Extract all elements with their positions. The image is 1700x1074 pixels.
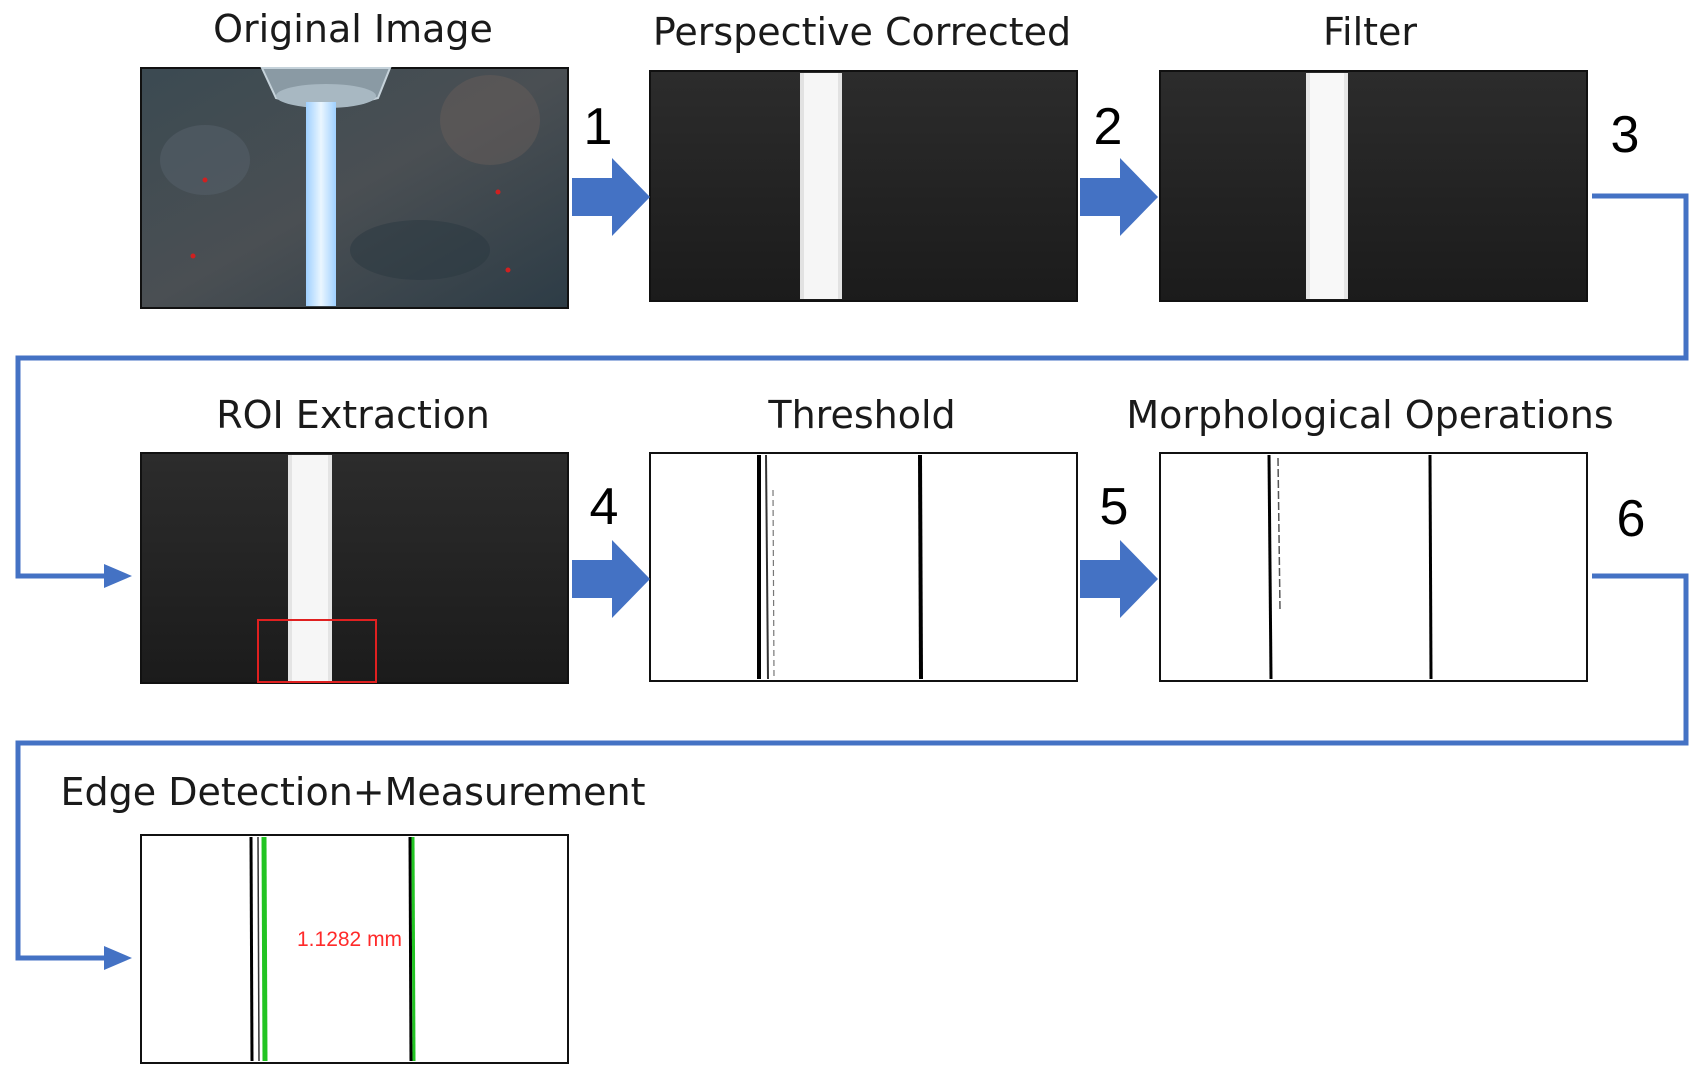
arrow-step-4 — [572, 540, 650, 618]
stage-title-threshold: Threshold — [767, 393, 955, 437]
panel-roi-extraction — [140, 452, 569, 684]
stage-title-morphological: Morphological Operations — [1126, 393, 1613, 437]
edge-line-right — [411, 836, 416, 1062]
step-number-5: 5 — [1100, 478, 1129, 536]
connector-step-6 — [15, 573, 1689, 970]
stage-title-roi: ROI Extraction — [216, 393, 490, 437]
panel-edge-detection: 1.1282 mm — [140, 834, 569, 1064]
step-number-6: 6 — [1617, 490, 1646, 548]
stage-title-original: Original Image — [213, 7, 493, 51]
step-number-4: 4 — [590, 478, 619, 536]
step-number-1: 1 — [584, 98, 613, 156]
roi-box — [257, 619, 377, 683]
arrow-step-1 — [572, 158, 650, 236]
edge-line-left — [261, 836, 268, 1062]
stage-title-filter: Filter — [1323, 10, 1417, 54]
step-number-2: 2 — [1094, 98, 1123, 156]
stage-title-perspective: Perspective Corrected — [653, 10, 1071, 54]
step-number-3: 3 — [1611, 106, 1640, 164]
panel-morphological — [1159, 452, 1588, 682]
panel-filter — [1159, 70, 1588, 302]
panel-threshold — [649, 452, 1078, 682]
panel-perspective-corrected — [649, 70, 1078, 302]
stage-title-edge-measurement: Edge Detection+Measurement — [60, 770, 645, 814]
arrow-step-2 — [1080, 158, 1158, 236]
panel-original-image — [140, 67, 569, 309]
connector-step-3 — [15, 193, 1689, 588]
arrow-step-5 — [1080, 540, 1158, 618]
measurement-value: 1.1282 mm — [297, 928, 402, 951]
